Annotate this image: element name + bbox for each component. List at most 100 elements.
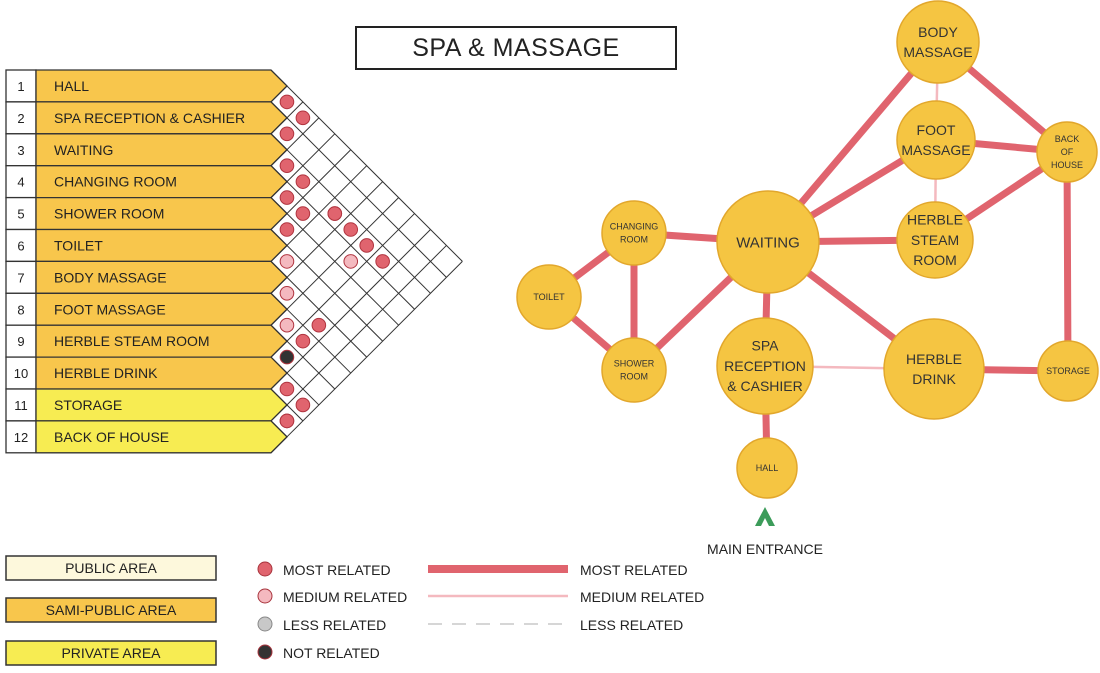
room-number: 6 xyxy=(17,238,24,253)
matrix-dots xyxy=(279,94,390,429)
bubble-label: SPA xyxy=(752,338,780,354)
matrix-row: 6 TOILET xyxy=(5,228,288,263)
matrix-row: 8 FOOT MASSAGE xyxy=(5,292,288,326)
room-number: 9 xyxy=(17,334,24,349)
bubble-herble-steam: HERBLE STEAM ROOM xyxy=(896,201,974,279)
matrix-dot-medium xyxy=(279,317,295,333)
svg-text:SAMI-PUBLIC AREA: SAMI-PUBLIC AREA xyxy=(46,602,177,618)
bubble-label: HALL xyxy=(756,463,779,473)
legend-dot-most: MOST RELATED xyxy=(257,561,391,578)
legend-area-private: PRIVATE AREA xyxy=(5,640,217,666)
bubble-label: TOILET xyxy=(533,292,565,302)
entrance-label: MAIN ENTRANCE xyxy=(707,541,823,557)
matrix-dot-most xyxy=(327,206,343,221)
svg-text:PRIVATE AREA: PRIVATE AREA xyxy=(61,645,161,661)
svg-text:LESS RELATED: LESS RELATED xyxy=(580,617,683,633)
bubble-diagram: BODYMASSAGEFOOTMASSAGEBACKOFHOUSEHERBLES… xyxy=(516,0,1099,499)
matrix-dot-most xyxy=(359,238,375,253)
main-entrance: MAIN ENTRANCE xyxy=(707,507,823,557)
bubble-label: BACK xyxy=(1055,134,1080,144)
legend-area-public: PUBLIC AREA xyxy=(5,555,217,581)
matrix-grid xyxy=(270,69,463,454)
bubble-label: ROOM xyxy=(620,235,648,245)
matrix-dot-most xyxy=(295,110,311,126)
matrix-dot-not xyxy=(279,349,295,365)
room-number: 1 xyxy=(17,79,24,94)
room-number: 4 xyxy=(17,175,24,190)
svg-text:MOST RELATED: MOST RELATED xyxy=(283,562,391,578)
svg-text:MOST RELATED: MOST RELATED xyxy=(580,562,688,578)
room-number: 7 xyxy=(17,270,24,285)
bubble-shower-room: SHOWER ROOM xyxy=(601,337,667,403)
svg-text:MEDIUM RELATED: MEDIUM RELATED xyxy=(580,589,704,605)
svg-text:LESS RELATED: LESS RELATED xyxy=(283,617,386,633)
bubble-storage: STORAGE xyxy=(1037,340,1099,402)
bubble-label: WAITING xyxy=(736,234,800,251)
bubble-label: HERBLE xyxy=(906,351,962,367)
room-number: 3 xyxy=(17,143,24,158)
bubble-waiting: WAITING xyxy=(716,190,820,294)
matrix-dot-most xyxy=(279,381,295,397)
bubble-label: HOUSE xyxy=(1051,160,1083,170)
room-name: WAITING xyxy=(54,142,113,158)
bubble-label: HERBLE xyxy=(907,212,963,228)
bubble-label: CHANGING xyxy=(610,222,659,232)
matrix-row: 5 SHOWER ROOM xyxy=(5,196,288,231)
legend-area-semi-public: SAMI-PUBLIC AREA xyxy=(5,597,217,623)
matrix-dot-most xyxy=(279,190,295,205)
room-name: SHOWER ROOM xyxy=(54,206,164,222)
legend-dot-medium: MEDIUM RELATED xyxy=(257,588,407,605)
room-name: HERBLE STEAM ROOM xyxy=(54,333,210,349)
matrix-dot-most xyxy=(279,158,295,173)
page-title: SPA & MASSAGE xyxy=(355,26,677,70)
link-most xyxy=(1063,148,1072,375)
bubble-label: SHOWER xyxy=(614,359,655,369)
matrix-row: 2 SPA RECEPTION & CASHIER xyxy=(5,101,288,135)
matrix-dot-most xyxy=(295,333,311,349)
bubble-label: RECEPTION xyxy=(724,358,806,374)
legend-dot-not: NOT RELATED xyxy=(257,644,380,661)
svg-text:MEDIUM RELATED: MEDIUM RELATED xyxy=(283,589,407,605)
room-name: SPA RECEPTION & CASHIER xyxy=(54,110,245,126)
bubble-back-of-house: BACK OF HOUSE xyxy=(1036,121,1098,183)
bubble-label: STORAGE xyxy=(1046,366,1090,376)
matrix-dot-most xyxy=(279,126,295,142)
matrix-dot-most xyxy=(295,174,311,189)
legend-line-less: LESS RELATED xyxy=(428,617,683,633)
matrix-dot-medium xyxy=(279,254,295,269)
bubble-label: FOOT xyxy=(917,122,956,138)
room-number: 8 xyxy=(17,302,24,317)
bubble-spa-reception: SPA RECEPTION & CASHIER xyxy=(716,317,814,415)
matrix-dot-medium xyxy=(343,254,359,269)
matrix-dot-most xyxy=(279,222,295,237)
matrix-dot-most xyxy=(295,397,311,413)
matrix-row: 3 WAITING xyxy=(5,133,288,167)
room-number: 5 xyxy=(17,207,24,222)
matrix-dot-most xyxy=(279,413,295,429)
room-number: 11 xyxy=(14,398,28,413)
bubble-label: STEAM xyxy=(911,232,959,248)
legend: PUBLIC AREA SAMI-PUBLIC AREA PRIVATE AREA M… xyxy=(5,555,704,666)
room-name: TOILET xyxy=(54,237,103,253)
room-name: FOOT MASSAGE xyxy=(54,301,166,317)
bubble-toilet: TOILET xyxy=(516,264,582,330)
bubble-label: ROOM xyxy=(620,372,648,382)
svg-text:NOT RELATED: NOT RELATED xyxy=(283,645,380,661)
bubble-label: OF xyxy=(1061,147,1074,157)
legend-line-most: MOST RELATED xyxy=(428,562,688,578)
room-number: 2 xyxy=(17,111,24,126)
bubble-label: & CASHIER xyxy=(727,378,802,394)
bubble-label: DRINK xyxy=(912,371,956,387)
bubble-changing-room: CHANGING ROOM xyxy=(601,200,667,266)
legend-dot-less: LESS RELATED xyxy=(257,616,386,633)
bubble-label: ROOM xyxy=(913,252,957,268)
room-number: 10 xyxy=(14,366,28,381)
bubble-herble-drink: HERBLE DRINK xyxy=(883,318,985,420)
